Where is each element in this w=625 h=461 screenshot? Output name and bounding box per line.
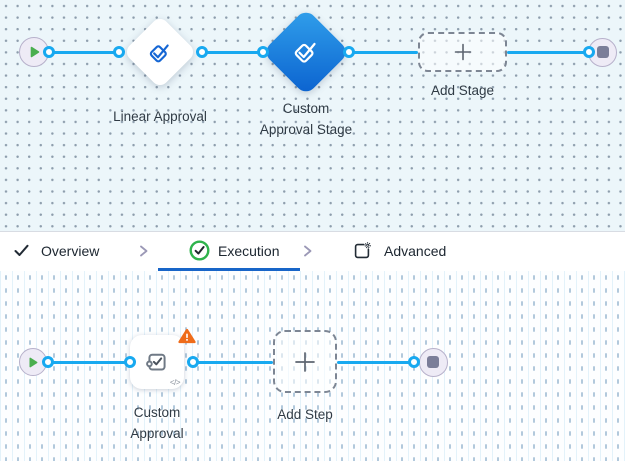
connector-line — [49, 50, 119, 54]
connection-port[interactable] — [408, 356, 420, 368]
add-stage-label: Add Stage — [430, 83, 495, 98]
connector-line — [337, 360, 414, 364]
connector-line — [202, 50, 263, 54]
plus-icon — [452, 41, 474, 63]
stage-label: Linear Approval — [113, 109, 207, 124]
connection-port[interactable] — [196, 46, 208, 58]
approval-stamp-icon — [143, 348, 171, 376]
play-icon — [28, 45, 41, 59]
connection-port[interactable] — [42, 356, 54, 368]
stage-tabbar: Overview Execution — [0, 231, 625, 271]
step-canvas[interactable]: </> Custom Approval Add Step — [0, 271, 625, 461]
active-tab-underline — [158, 268, 300, 271]
plus-icon — [292, 349, 318, 375]
connection-port[interactable] — [343, 46, 355, 58]
stop-icon — [427, 356, 439, 368]
connection-port[interactable] — [113, 46, 125, 58]
tab-overview[interactable]: Overview — [14, 232, 99, 269]
end-node[interactable] — [418, 347, 448, 377]
connection-port[interactable] — [257, 46, 269, 58]
connection-port[interactable] — [124, 356, 136, 368]
tab-label: Execution — [218, 242, 280, 259]
stage-node-linear-approval[interactable] — [123, 15, 197, 89]
step-node-custom-approval[interactable]: </> — [130, 335, 184, 389]
connector-line — [349, 50, 418, 54]
chevron-right-icon — [137, 244, 150, 258]
approval-diamond-icon — [147, 39, 174, 66]
connector-line — [507, 50, 589, 54]
approval-diamond-icon — [291, 37, 321, 67]
tab-label: Advanced — [384, 242, 447, 259]
add-step-label: Add Step — [277, 407, 333, 422]
connector-line — [193, 360, 273, 364]
connection-port[interactable] — [583, 46, 595, 58]
add-step-button[interactable] — [273, 330, 337, 393]
stop-icon — [596, 46, 609, 58]
play-icon — [27, 356, 39, 369]
code-icon: </> — [169, 378, 181, 387]
tab-execution[interactable]: Execution — [189, 232, 279, 269]
check-icon — [14, 244, 29, 257]
warning-icon — [178, 328, 196, 344]
connection-port[interactable] — [187, 356, 199, 368]
stage-node-custom-approval-stage[interactable] — [262, 8, 350, 96]
check-circle-icon — [189, 240, 210, 261]
tab-advanced[interactable]: Advanced — [352, 232, 446, 269]
add-stage-button[interactable] — [418, 32, 507, 72]
connection-port[interactable] — [43, 46, 55, 58]
stage-canvas[interactable]: Linear Approval Custom Approval Stage Ad… — [0, 0, 625, 231]
connector-line — [48, 360, 130, 364]
stage-label: Custom Approval Stage — [259, 101, 353, 138]
box-gear-icon — [352, 241, 372, 261]
chevron-right-icon — [301, 244, 314, 258]
tab-label: Overview — [41, 242, 100, 259]
step-label: Custom Approval — [130, 405, 184, 442]
